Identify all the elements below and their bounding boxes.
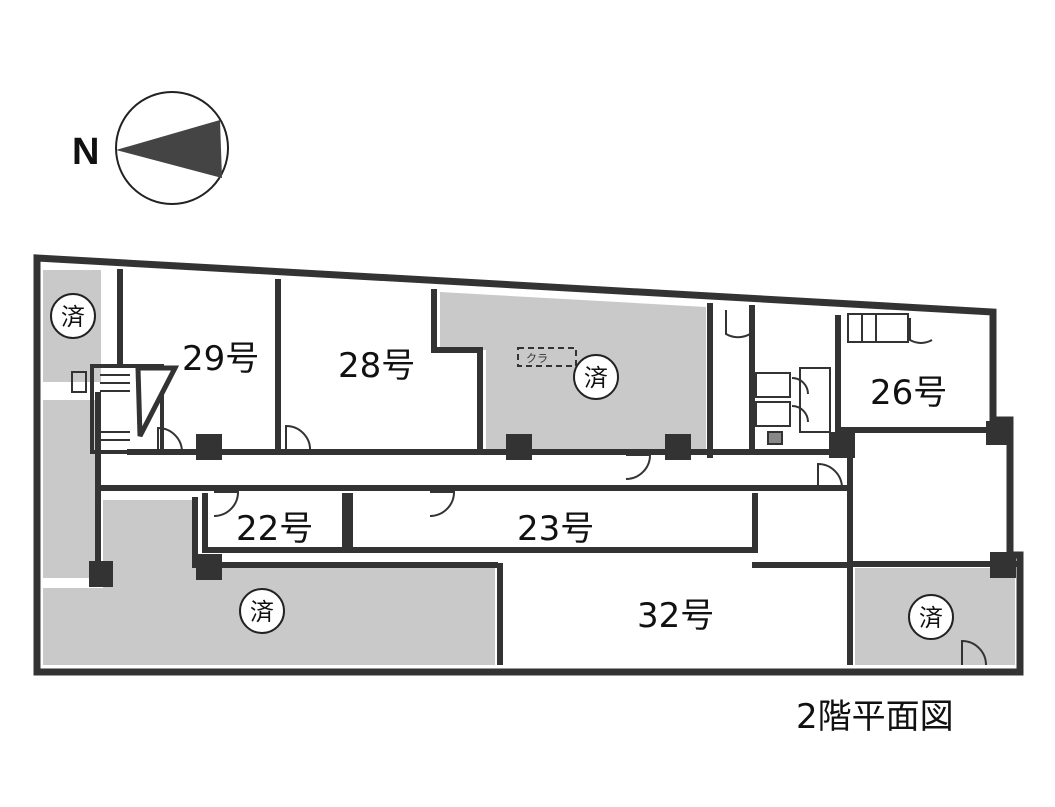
occupied-area-bottom-left [43,500,495,665]
occupied-areas [43,270,1015,665]
svg-text:済: 済 [919,604,943,632]
room-labels: 29号 28号 26号 22号 23号 32号 [182,339,947,636]
doors [157,310,987,666]
closet-label: クラ [526,352,548,365]
room-32-label: 32号 [637,596,714,636]
stamp-bottom-left: 済 [239,588,285,634]
stamp-bottom-right: 済 [908,594,954,640]
toilet-fixtures [755,313,909,445]
svg-text:済: 済 [250,598,274,626]
room-23-label: 23号 [517,509,594,549]
windows [71,371,190,488]
north-compass: N [72,91,229,205]
floor-caption: 2階平面図 [796,697,954,737]
occupied-stamps: 済 済 済 済 [50,293,954,640]
room-29-label: 29号 [182,339,259,379]
room-22-label: 22号 [236,509,313,549]
svg-text:済: 済 [584,364,608,392]
columns [89,421,1016,587]
occupied-area-top-center [440,292,706,452]
room-28-label: 28号 [338,346,415,386]
stamp-top-center: 済 [573,354,619,400]
interior-walls [95,269,1018,665]
compass-needle [116,120,222,178]
occupied-area-west-lower-strip [43,400,95,578]
svg-text:済: 済 [61,303,85,331]
stamp-west-strip: 済 [50,293,96,339]
north-label: N [72,131,99,173]
staircase [90,364,180,454]
room-26-label: 26号 [870,373,947,413]
closet: クラ [517,347,577,367]
